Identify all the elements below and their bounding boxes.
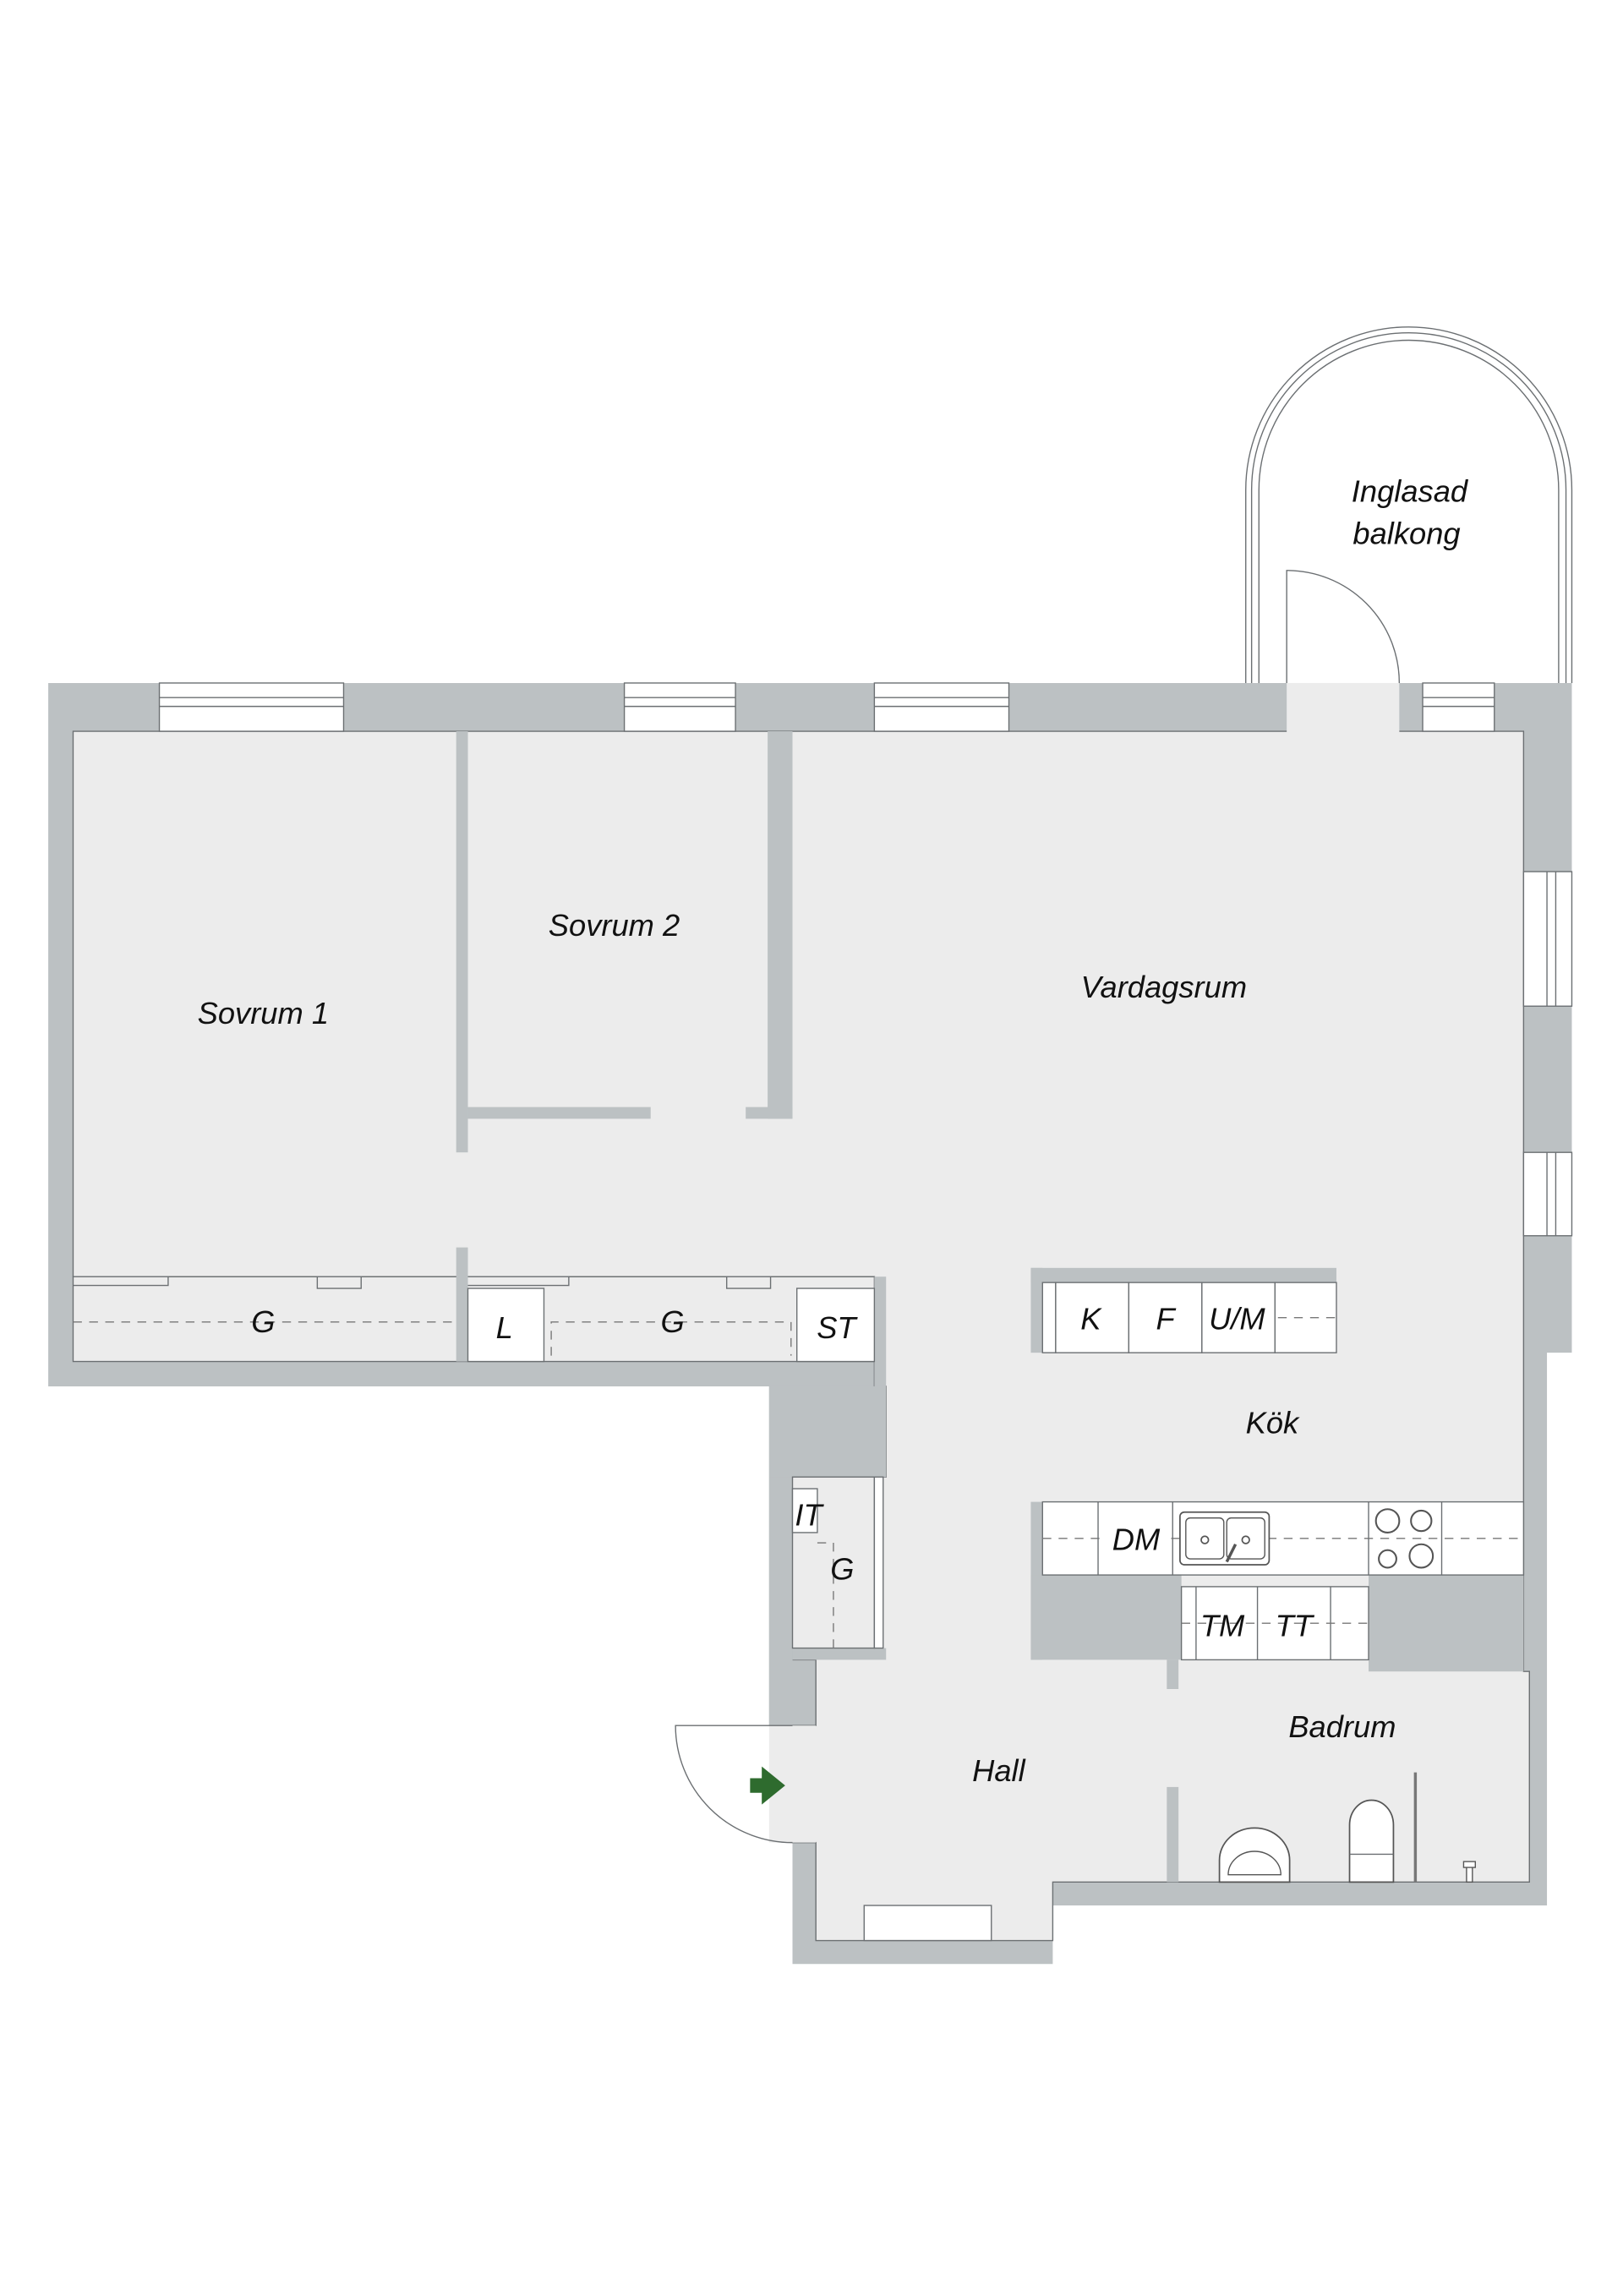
- linen-closet[interactable]: [467, 1287, 545, 1363]
- window: [1422, 682, 1495, 732]
- window: [623, 682, 736, 732]
- kitchen-island: K F U/M: [1041, 1282, 1337, 1353]
- freezer[interactable]: [1128, 1282, 1203, 1353]
- toilet-icon: [1348, 1799, 1395, 1883]
- bathroom-fixtures: [1218, 1772, 1476, 1883]
- it-cabinet-label: IT: [795, 1497, 824, 1532]
- cleaning-closet-label: ST: [817, 1310, 858, 1345]
- laundry-units: TM TT: [1180, 1586, 1369, 1661]
- cleaning-closet[interactable]: [796, 1287, 876, 1363]
- dishwasher[interactable]: [1099, 1521, 1170, 1560]
- fridge-label: K: [1080, 1301, 1102, 1336]
- window: [1522, 871, 1573, 1007]
- room-label-bedroom-1: Sovrum 1: [198, 996, 329, 1030]
- window: [873, 682, 1010, 732]
- kitchen-counter: DM: [1041, 1501, 1525, 1576]
- freezer-label: F: [1156, 1301, 1177, 1336]
- hall-closet: IT G: [791, 1476, 884, 1649]
- dryer-label: TT: [1276, 1609, 1315, 1643]
- washbasin-icon: [1218, 1827, 1291, 1883]
- closet-row: G L G ST: [73, 1276, 876, 1363]
- room-label-hall: Hall: [972, 1753, 1025, 1788]
- hall-wardrobe-label: G: [830, 1551, 854, 1586]
- linen-label: L: [496, 1310, 513, 1345]
- room-label-balcony: balkong: [1352, 517, 1460, 551]
- room-label-living-room: Vardagsrum: [1081, 970, 1247, 1004]
- fridge[interactable]: [1055, 1282, 1130, 1353]
- interior-walls: [456, 731, 1524, 1883]
- stove-icon[interactable]: [1374, 1508, 1434, 1569]
- oven-microwave-label: U/M: [1209, 1301, 1265, 1336]
- room-label-balcony: Inglasad: [1352, 473, 1469, 508]
- windows: [158, 682, 1573, 1237]
- entrance-arrow-icon: [750, 1766, 785, 1805]
- washer-label: TM: [1200, 1609, 1245, 1643]
- wardrobe-label: G: [251, 1304, 275, 1339]
- wardrobe-label: G: [661, 1304, 685, 1339]
- glazed-balcony: [1245, 326, 1573, 683]
- room-label-bathroom: Badrum: [1288, 1709, 1396, 1744]
- room-label-kitchen: Kök: [1246, 1405, 1300, 1440]
- sink-icon[interactable]: [1179, 1511, 1271, 1566]
- hall-window: [863, 1905, 992, 1942]
- balcony-door-opening: [1287, 682, 1400, 733]
- window: [1522, 1151, 1573, 1237]
- dishwasher-label: DM: [1112, 1522, 1161, 1557]
- shower-icon: [1462, 1861, 1476, 1883]
- room-label-bedroom-2: Sovrum 2: [549, 908, 680, 943]
- window: [158, 682, 345, 732]
- entrance-door[interactable]: [675, 1725, 793, 1844]
- oven-microwave[interactable]: [1201, 1282, 1276, 1353]
- balcony-door[interactable]: [1286, 570, 1401, 683]
